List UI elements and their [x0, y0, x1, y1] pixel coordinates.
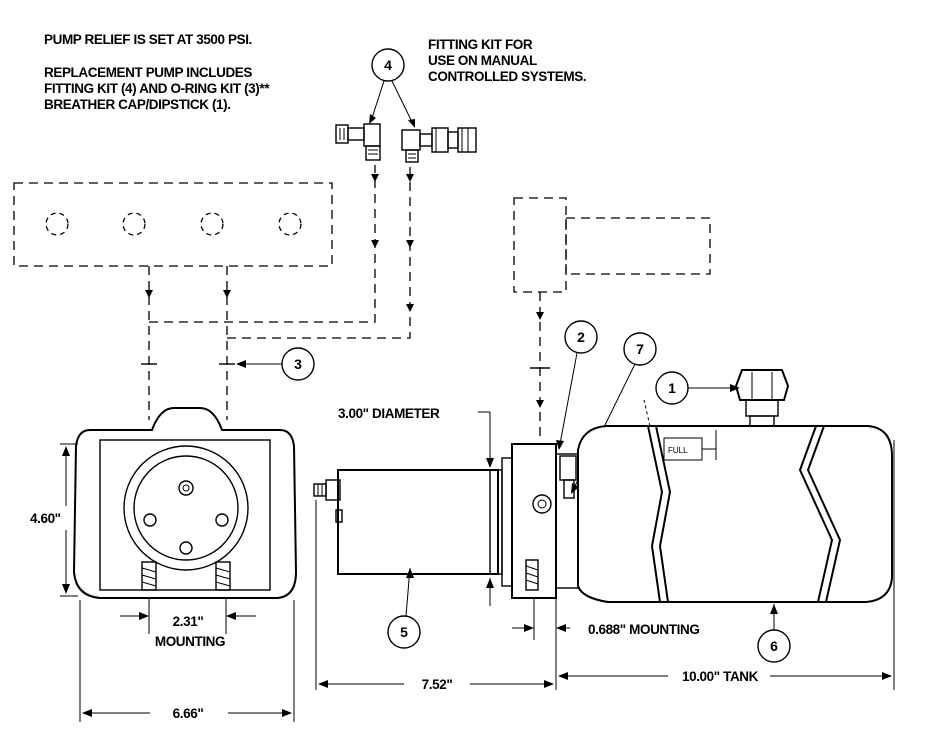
tank-break-right: [798, 425, 842, 603]
dim-mounting-width-label: MOUNTING: [155, 634, 225, 649]
callout-5-group: 5: [387, 567, 421, 649]
valve-block-outline: [13, 182, 333, 267]
tee-fitting-icon: [401, 127, 477, 163]
dim-motor-length: 7.52": [315, 500, 554, 692]
valve-port-3: [200, 212, 224, 236]
callout-circle-4: [371, 48, 405, 82]
valve-block-phantom: [13, 165, 414, 420]
callout-6-group: 6: [757, 604, 791, 663]
dim-tank-length: 10.00" TANK: [558, 440, 895, 690]
end-view-plate: [99, 439, 271, 591]
dim-overall-width-text: 6.66": [173, 706, 204, 721]
callout-circle-7: [623, 332, 657, 366]
dim-height: 4.60": [30, 443, 78, 597]
fitting-kit-group: 4: [335, 48, 477, 163]
end-view-port-fittings: [141, 561, 231, 591]
valve-port-1: [45, 212, 69, 236]
dim-motor-length-text: 7.52": [422, 677, 453, 692]
leader-4b-arrow: [408, 119, 415, 128]
callout-circle-5: [387, 615, 421, 649]
leader-4a-arrow: [369, 114, 376, 124]
bolt-left: [143, 513, 157, 527]
pump-end-view: 4.60" 2.31" MOUNTING 6.66": [30, 407, 298, 722]
pump-head: [511, 443, 579, 599]
callout-4-text: 4: [384, 57, 392, 73]
note-replacement-line2: FITTING KIT (4) AND O-RING KIT (3)**: [44, 81, 270, 96]
dim-motor-diameter-text: 3.00" DIAMETER: [338, 406, 440, 421]
breather-cap-base: [745, 399, 779, 417]
callout-3-text: 3: [294, 356, 302, 372]
dim-mounting-width: 2.31" MOUNTING: [120, 598, 256, 649]
solenoid-coil-outline: [565, 217, 711, 275]
sight-plug-body: [559, 455, 577, 481]
callout-6-text: 6: [770, 638, 778, 654]
valve-port-2: [122, 212, 146, 236]
callout-1-text: 1: [668, 380, 676, 396]
valve-port-4: [278, 212, 302, 236]
callout-5-text: 5: [400, 624, 408, 640]
leader-4b: [391, 80, 413, 123]
tank-break-left: [646, 425, 672, 603]
tank-body: [577, 425, 893, 603]
breather-cap-icon: [734, 369, 790, 401]
full-mark-text: FULL: [668, 446, 688, 455]
callout-3-group: 3: [236, 347, 315, 381]
callout-2-text: 2: [577, 329, 585, 345]
pump-bolt: [532, 494, 552, 514]
dim-flange-mounting: 0.688" MOUNTING: [512, 598, 700, 690]
dim-overall-width: 6.66": [79, 600, 295, 722]
motor: 3.00" DIAMETER: [313, 406, 513, 606]
elbow-fitting-icon: [335, 123, 381, 161]
note-replacement-line1: REPLACEMENT PUMP INCLUDES: [44, 65, 252, 80]
note-relief: PUMP RELIEF IS SET AT 3500 PSI.: [44, 32, 252, 47]
note-fitting-line2: USE ON MANUAL: [428, 53, 537, 68]
note-replacement-line3: BREATHER CAP/DIPSTICK (1).: [44, 97, 231, 112]
end-view-flange-outer: [123, 445, 249, 571]
end-view-housing: [72, 407, 298, 599]
motor-can: [337, 469, 499, 575]
solenoid-block-outline: [513, 197, 567, 293]
bolt-top: [178, 480, 194, 496]
callout-circle-6: [757, 629, 791, 663]
dim-height-text: 4.60": [30, 511, 61, 526]
dim-mounting-width-text: 2.31": [173, 614, 204, 629]
pump-flange: [511, 443, 557, 599]
callout-2-group: 2: [556, 320, 598, 450]
bolt-right: [215, 513, 229, 527]
leader-4a: [371, 80, 385, 119]
bolt-bottom: [179, 541, 193, 555]
dim-tank-length-text: 10.00" TANK: [682, 669, 759, 684]
hose-route-b: [227, 165, 411, 339]
end-view-flange-inner: [133, 455, 239, 561]
solenoid-phantom: [513, 197, 711, 440]
dim-flange-mounting-text: 0.688" MOUNTING: [588, 622, 699, 637]
note-fitting-line1: FITTING KIT FOR: [428, 37, 533, 52]
hose-route-a: [149, 165, 376, 323]
note-fitting-line3: CONTROLLED SYSTEMS.: [428, 69, 586, 84]
tank: FULL 1: [577, 369, 893, 603]
callout-7-text: 7: [636, 341, 644, 357]
callout-circle-2: [564, 320, 598, 354]
notes: PUMP RELIEF IS SET AT 3500 PSI. REPLACEM…: [44, 32, 587, 112]
